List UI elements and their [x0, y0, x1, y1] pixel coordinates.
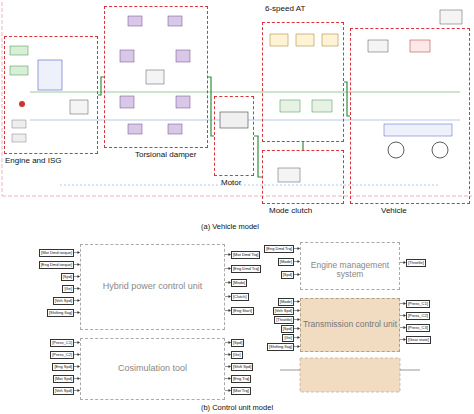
model-region: Vehicle	[350, 28, 470, 204]
clutch-symbol	[312, 100, 332, 112]
region-label: Cosimulation tool	[81, 364, 224, 374]
wheel-symbol	[388, 142, 404, 158]
signal-tag: [Press_C2]	[50, 351, 74, 359]
signal-tag: [Spd]	[281, 325, 294, 333]
model-region: Engine and ISG	[4, 36, 98, 154]
signal-wire	[400, 370, 420, 371]
signal-tag: [Ge]	[62, 285, 74, 293]
signal-tag: [Mode]	[231, 279, 247, 287]
signal-tag: [Clutch]	[231, 293, 249, 301]
model-region: Mode clutch	[262, 150, 344, 204]
mass-symbol	[128, 124, 142, 134]
region-label: Engine and ISG	[5, 157, 61, 166]
mass-symbol	[176, 96, 190, 108]
block-symbol	[12, 134, 26, 142]
mass-symbol	[176, 50, 190, 62]
signal-tag: [Press_C1]	[406, 300, 430, 308]
signal-tag: [Eng Trq]	[231, 375, 251, 383]
model-region: Motor	[214, 96, 254, 176]
region-label: Vehicle	[381, 207, 407, 216]
signal-tag: [Spd]	[231, 339, 244, 347]
region-label: Transmission control unit	[301, 320, 399, 329]
signal-line	[60, 185, 440, 186]
block-symbol	[440, 10, 462, 24]
signal-tag: [Mode]	[278, 298, 294, 306]
block-symbol	[410, 40, 430, 52]
signal-tag: [Throttle]	[274, 316, 294, 324]
shaft-connector	[98, 77, 104, 95]
model-region: Torsional damper	[104, 6, 208, 148]
wheel-symbol	[432, 142, 448, 158]
signal-tag: [Eng Dmd Trq]	[264, 245, 294, 253]
clutch-symbol	[278, 168, 300, 182]
gear-symbol	[270, 34, 288, 46]
mass-symbol	[168, 16, 182, 26]
region-label: Motor	[221, 179, 241, 188]
mass-symbol	[168, 124, 182, 134]
signal-tag: [Ge]	[282, 334, 294, 342]
shaft-connector	[302, 142, 303, 150]
signal-tag: [Shifting flag]	[47, 309, 74, 317]
signal-tag: [Ge]	[231, 351, 243, 359]
signal-tag: [Throttle]	[406, 259, 426, 267]
group-border	[2, 2, 3, 196]
gear-symbol	[322, 34, 338, 46]
signal-tag: [Mot Dmd Trq]	[231, 251, 260, 259]
region-label: Torsional damper	[135, 151, 196, 160]
clutch-symbol	[280, 100, 300, 112]
signal-tag: [Shift Spd]	[231, 363, 253, 371]
model-region: 6-speed AT	[262, 22, 344, 142]
subsystem-box: Transmission control unit	[300, 298, 400, 352]
port-symbol	[19, 101, 25, 107]
signal-wire	[280, 370, 300, 371]
shaft-line	[30, 92, 460, 93]
signal-tag: [Spd]	[281, 271, 294, 279]
signal-tag: [Press_C1]	[50, 339, 74, 347]
engine-symbol	[38, 60, 62, 90]
body-symbol	[384, 124, 452, 136]
block-symbol	[368, 40, 388, 52]
shaft-connector	[254, 136, 262, 177]
signal-tag: [Veh Spd]	[53, 387, 74, 395]
shaft-connector	[208, 77, 214, 136]
mass-symbol	[128, 16, 142, 26]
region-label: Hybrid power control unit	[81, 282, 224, 292]
region-label: 6-speed AT	[265, 5, 305, 14]
mass-symbol	[120, 96, 134, 108]
figure-caption: (b) Control unit model	[137, 403, 337, 412]
mass-symbol	[120, 50, 134, 62]
group-border	[2, 196, 472, 197]
region-label: Engine management system	[301, 261, 399, 280]
signal-tag: [Shifting flag]	[267, 343, 294, 351]
spring-symbol	[146, 70, 164, 84]
subsystem-box: Hybrid power control unit	[80, 244, 225, 330]
motor-symbol	[220, 112, 248, 128]
block-symbol	[10, 66, 28, 75]
signal-tag: [Eng Spd]	[52, 363, 74, 371]
signal-tag: [Eng Start]	[231, 307, 254, 315]
isg-symbol	[70, 100, 88, 114]
block-symbol	[10, 46, 28, 55]
region-label: Mode clutch	[269, 207, 312, 216]
gear-symbol	[296, 34, 314, 46]
signal-tag: [Gear state]	[406, 336, 431, 344]
subsystem-block	[300, 358, 400, 392]
signal-tag: [Mot Spd]	[53, 375, 74, 383]
block-symbol	[12, 120, 26, 128]
signal-tag: [Mot Trq]	[231, 387, 251, 395]
signal-tag: [Press_C3]	[406, 324, 430, 332]
subsystem-box: Cosimulation tool	[80, 338, 225, 400]
signal-tag: [Mot Dmd torque]	[39, 249, 74, 257]
figure-caption: (a) Vehicle model	[130, 222, 330, 231]
subsystem-box: Engine management system	[300, 242, 400, 290]
signal-tag: [Veh Spd]	[273, 307, 294, 315]
signal-tag: [Spd]	[61, 273, 74, 281]
signal-tag: [Veh Spd]	[53, 297, 74, 305]
signal-tag: [Eng Dmd Trq]	[231, 265, 261, 273]
signal-tag: [Eng Dmd torque]	[39, 261, 74, 269]
signal-tag: [Mode]	[278, 258, 294, 266]
signal-tag: [Press_C2]	[406, 312, 430, 320]
shaft-connector	[344, 82, 350, 116]
